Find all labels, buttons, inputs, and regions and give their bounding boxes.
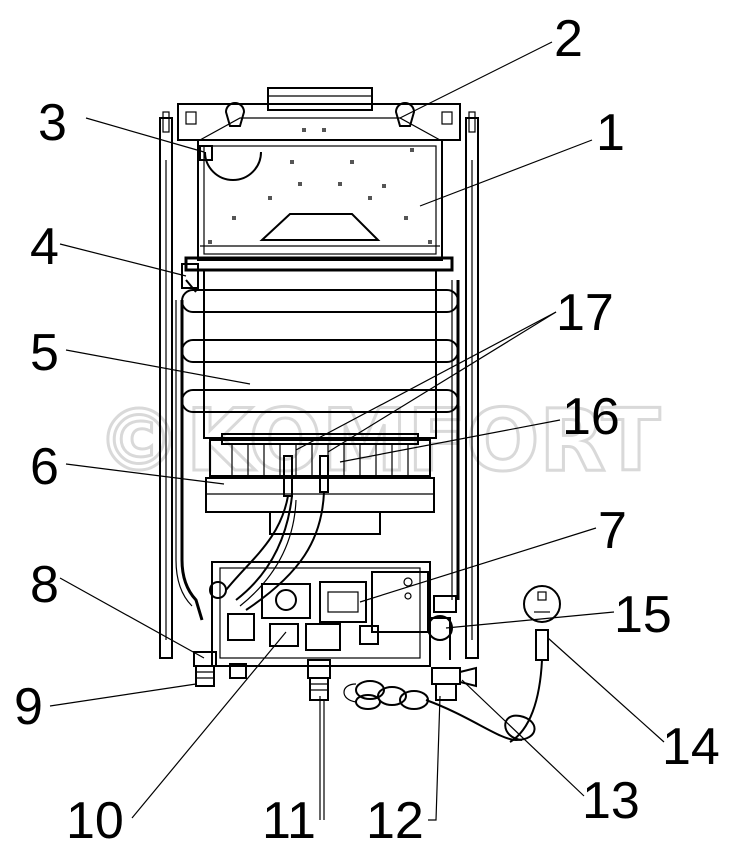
leader-3 — [85, 117, 205, 153]
leader-1 — [419, 139, 593, 207]
leader-17a — [295, 311, 557, 451]
gas-inlet — [309, 677, 329, 701]
ignition-cables — [225, 491, 325, 611]
burner — [205, 433, 435, 535]
gas-inlet-nut — [307, 659, 331, 679]
callout-13: 13 — [582, 772, 640, 830]
callout-7: 7 — [598, 502, 627, 560]
leader-10 — [131, 631, 287, 819]
leader-16 — [339, 419, 561, 463]
leader-13 — [461, 679, 585, 797]
leader-2 — [399, 41, 553, 119]
callout-15: 15 — [614, 586, 672, 644]
overheat-sensor-cable — [204, 151, 262, 181]
left-water-pipe — [180, 300, 204, 621]
right-rail — [465, 117, 479, 659]
water-inlet-fitting — [433, 595, 457, 613]
callout-5: 5 — [30, 324, 59, 382]
hot-water-outlet — [195, 665, 215, 687]
watermark-symbol: © — [96, 391, 182, 491]
water-inlet-valve-body — [431, 667, 461, 685]
temperature-sensor — [181, 263, 199, 289]
leader-8 — [59, 577, 205, 659]
power-plug — [523, 585, 561, 623]
water-valve — [261, 583, 311, 619]
flue-hood — [197, 128, 443, 261]
control-box — [371, 571, 429, 633]
keyhole-left — [224, 102, 246, 127]
callout-2: 2 — [554, 10, 583, 68]
callout-9: 9 — [14, 678, 43, 736]
mounting-bracket — [177, 87, 461, 141]
callout-17: 17 — [556, 284, 614, 342]
leader-5 — [65, 349, 251, 385]
flue-collar — [267, 87, 373, 111]
callout-8: 8 — [30, 556, 59, 614]
leader-15 — [445, 611, 615, 629]
callout-6: 6 — [30, 438, 59, 496]
left-rail-top — [162, 111, 170, 133]
leader-7 — [359, 527, 597, 603]
leader-4 — [59, 243, 187, 277]
leader-17b — [327, 311, 557, 453]
leader-lines — [49, 41, 665, 821]
leader-11 — [319, 696, 325, 820]
leader-12 — [428, 695, 441, 821]
right-rail-top — [468, 111, 476, 133]
left-rail — [159, 117, 173, 659]
gas-regulator — [305, 623, 341, 651]
leader-6 — [65, 463, 225, 485]
callout-11: 11 — [262, 792, 316, 842]
water-inlet-valve-handle — [459, 666, 477, 688]
power-cord — [343, 585, 561, 743]
battery-box — [227, 613, 255, 641]
callout-4: 4 — [30, 218, 59, 276]
cord-sleeve — [535, 629, 549, 661]
leader-9 — [49, 683, 197, 707]
water-regulator — [269, 623, 299, 647]
gas-valve — [319, 581, 367, 623]
leader-14 — [547, 637, 665, 743]
callout-16: 16 — [562, 388, 620, 446]
callout-1: 1 — [596, 104, 625, 162]
callout-numbers: 1 2 3 4 5 6 7 8 9 10 11 12 13 14 15 16 1… — [14, 10, 720, 842]
callout-10: 10 — [66, 792, 124, 842]
cold-water-inlet — [435, 683, 457, 701]
callout-14: 14 — [662, 718, 720, 776]
keyhole-right — [394, 102, 416, 127]
control-block — [209, 561, 431, 667]
callout-12: 12 — [366, 792, 424, 842]
heat-exchanger — [181, 256, 459, 439]
overheat-sensor — [199, 145, 213, 161]
bottom-fittings — [193, 595, 477, 701]
callout-3: 3 — [38, 94, 67, 152]
